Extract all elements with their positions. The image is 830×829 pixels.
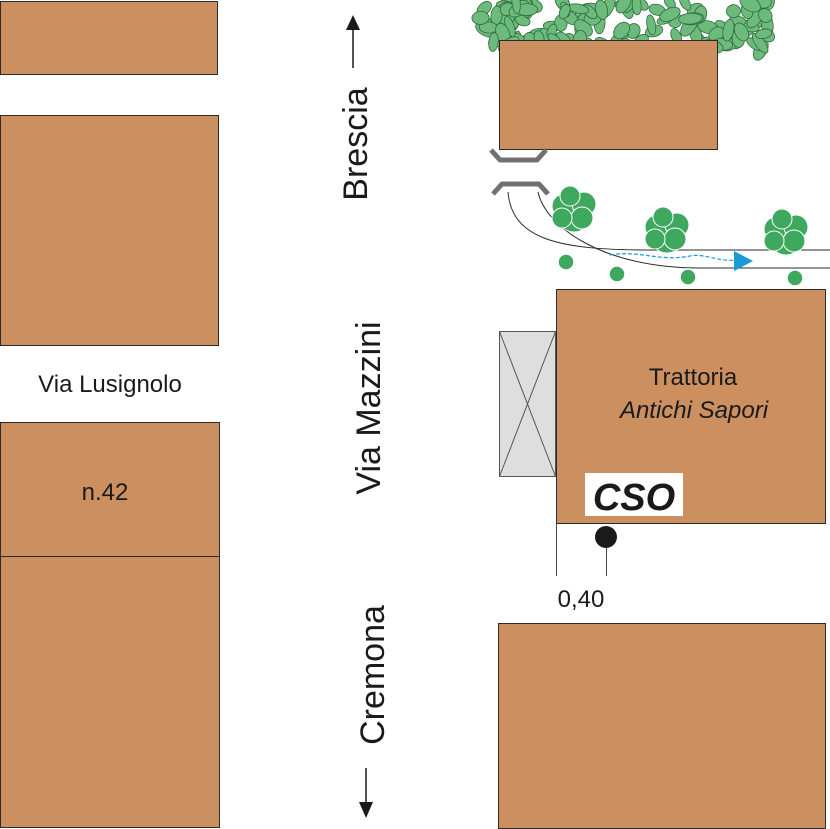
arrow-down-icon (359, 768, 373, 818)
shrub-small-4 (786, 269, 804, 287)
channel-line-outer (507, 191, 830, 251)
building-left-middle (0, 115, 219, 346)
cso-label: CSO (593, 477, 675, 519)
restaurant-name-line1: Trattoria (649, 364, 738, 391)
arrow-up-icon (346, 15, 360, 68)
street-main-label: Via Mazzini (350, 321, 388, 494)
cso-label-box (585, 473, 683, 516)
offset-label: 0,40 (558, 586, 605, 613)
structure-box (499, 331, 556, 477)
stream-flow-line (609, 253, 736, 261)
direction-north-label: Brescia (337, 87, 375, 200)
channel-line-inner (537, 191, 830, 269)
building-right-top (499, 40, 718, 150)
building-left-bottom (0, 556, 220, 828)
restaurant-name-line2: Antichi Sapori (618, 397, 769, 424)
point-marker-icon (595, 526, 617, 548)
shrub-large-3 (763, 208, 809, 256)
shrub-small-2 (608, 265, 626, 283)
direction-south-label: Cremona (354, 605, 392, 745)
culvert-icon (489, 148, 550, 196)
shrub-small-1 (557, 253, 575, 271)
building-right-bottom (498, 623, 826, 829)
building-n42 (0, 422, 220, 557)
shrub-large-2 (644, 206, 690, 254)
shrub-small-3 (679, 268, 697, 286)
shrub-large-1 (551, 185, 597, 233)
house-number: n.42 (82, 479, 129, 506)
flow-arrow-icon (734, 251, 753, 271)
street-cross-label: Via Lusignolo (38, 371, 182, 398)
building-left-top (0, 1, 218, 75)
